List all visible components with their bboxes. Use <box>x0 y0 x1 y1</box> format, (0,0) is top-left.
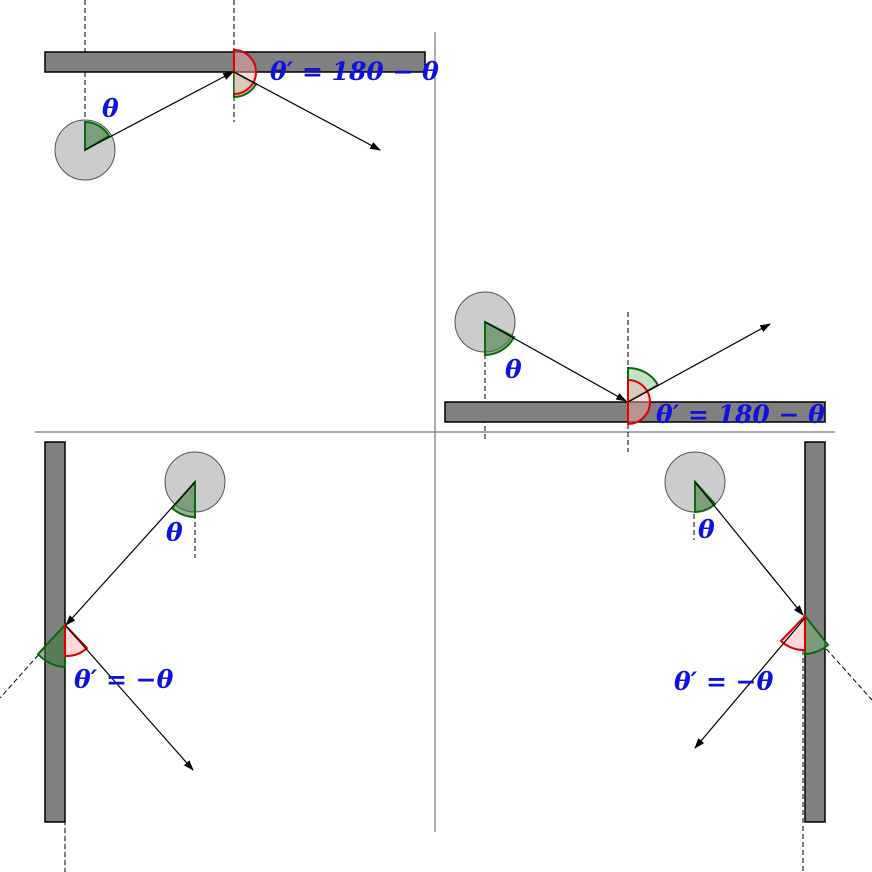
theta-label: θ <box>166 518 183 547</box>
panel-top-left: θ θ′ = 180 − θ <box>44 0 439 181</box>
theta-prime-label: θ′ = 180 − θ <box>270 57 439 86</box>
reflected-angle-wedge <box>627 378 651 426</box>
reflected-angle-wedge <box>233 48 257 95</box>
reflected-ray <box>627 323 771 403</box>
incidence-angle-wedge <box>484 320 516 357</box>
incident-ray <box>694 481 804 616</box>
theta-prime-label: θ′ = −θ <box>74 665 174 694</box>
reflected-ray <box>64 624 194 771</box>
incidence-angle-wedge <box>694 479 717 514</box>
theta-label: θ <box>102 94 119 123</box>
incidence-angle-wedge <box>84 120 111 152</box>
theta-label: θ <box>698 515 715 544</box>
theta-prime-label: θ′ = 180 − θ <box>656 400 825 429</box>
theta-prime-label: θ′ = −θ <box>674 667 774 696</box>
reflected-angle-wedge <box>64 622 89 658</box>
reflection-angle-wedge <box>804 613 830 656</box>
incident-ray <box>484 321 627 402</box>
reflected-ray <box>233 71 381 151</box>
theta-label: θ <box>505 355 522 384</box>
incident-ray <box>84 71 234 151</box>
panel-top-right: θ θ′ = 180 − θ <box>444 291 826 452</box>
reflection-angle-wedge <box>36 622 66 669</box>
panel-bottom-left: θ θ′ = −θ <box>0 441 226 872</box>
reflected-ray <box>694 617 806 749</box>
panel-bottom-right: θ θ′ = −θ <box>664 441 872 872</box>
incident-ray <box>65 481 196 626</box>
